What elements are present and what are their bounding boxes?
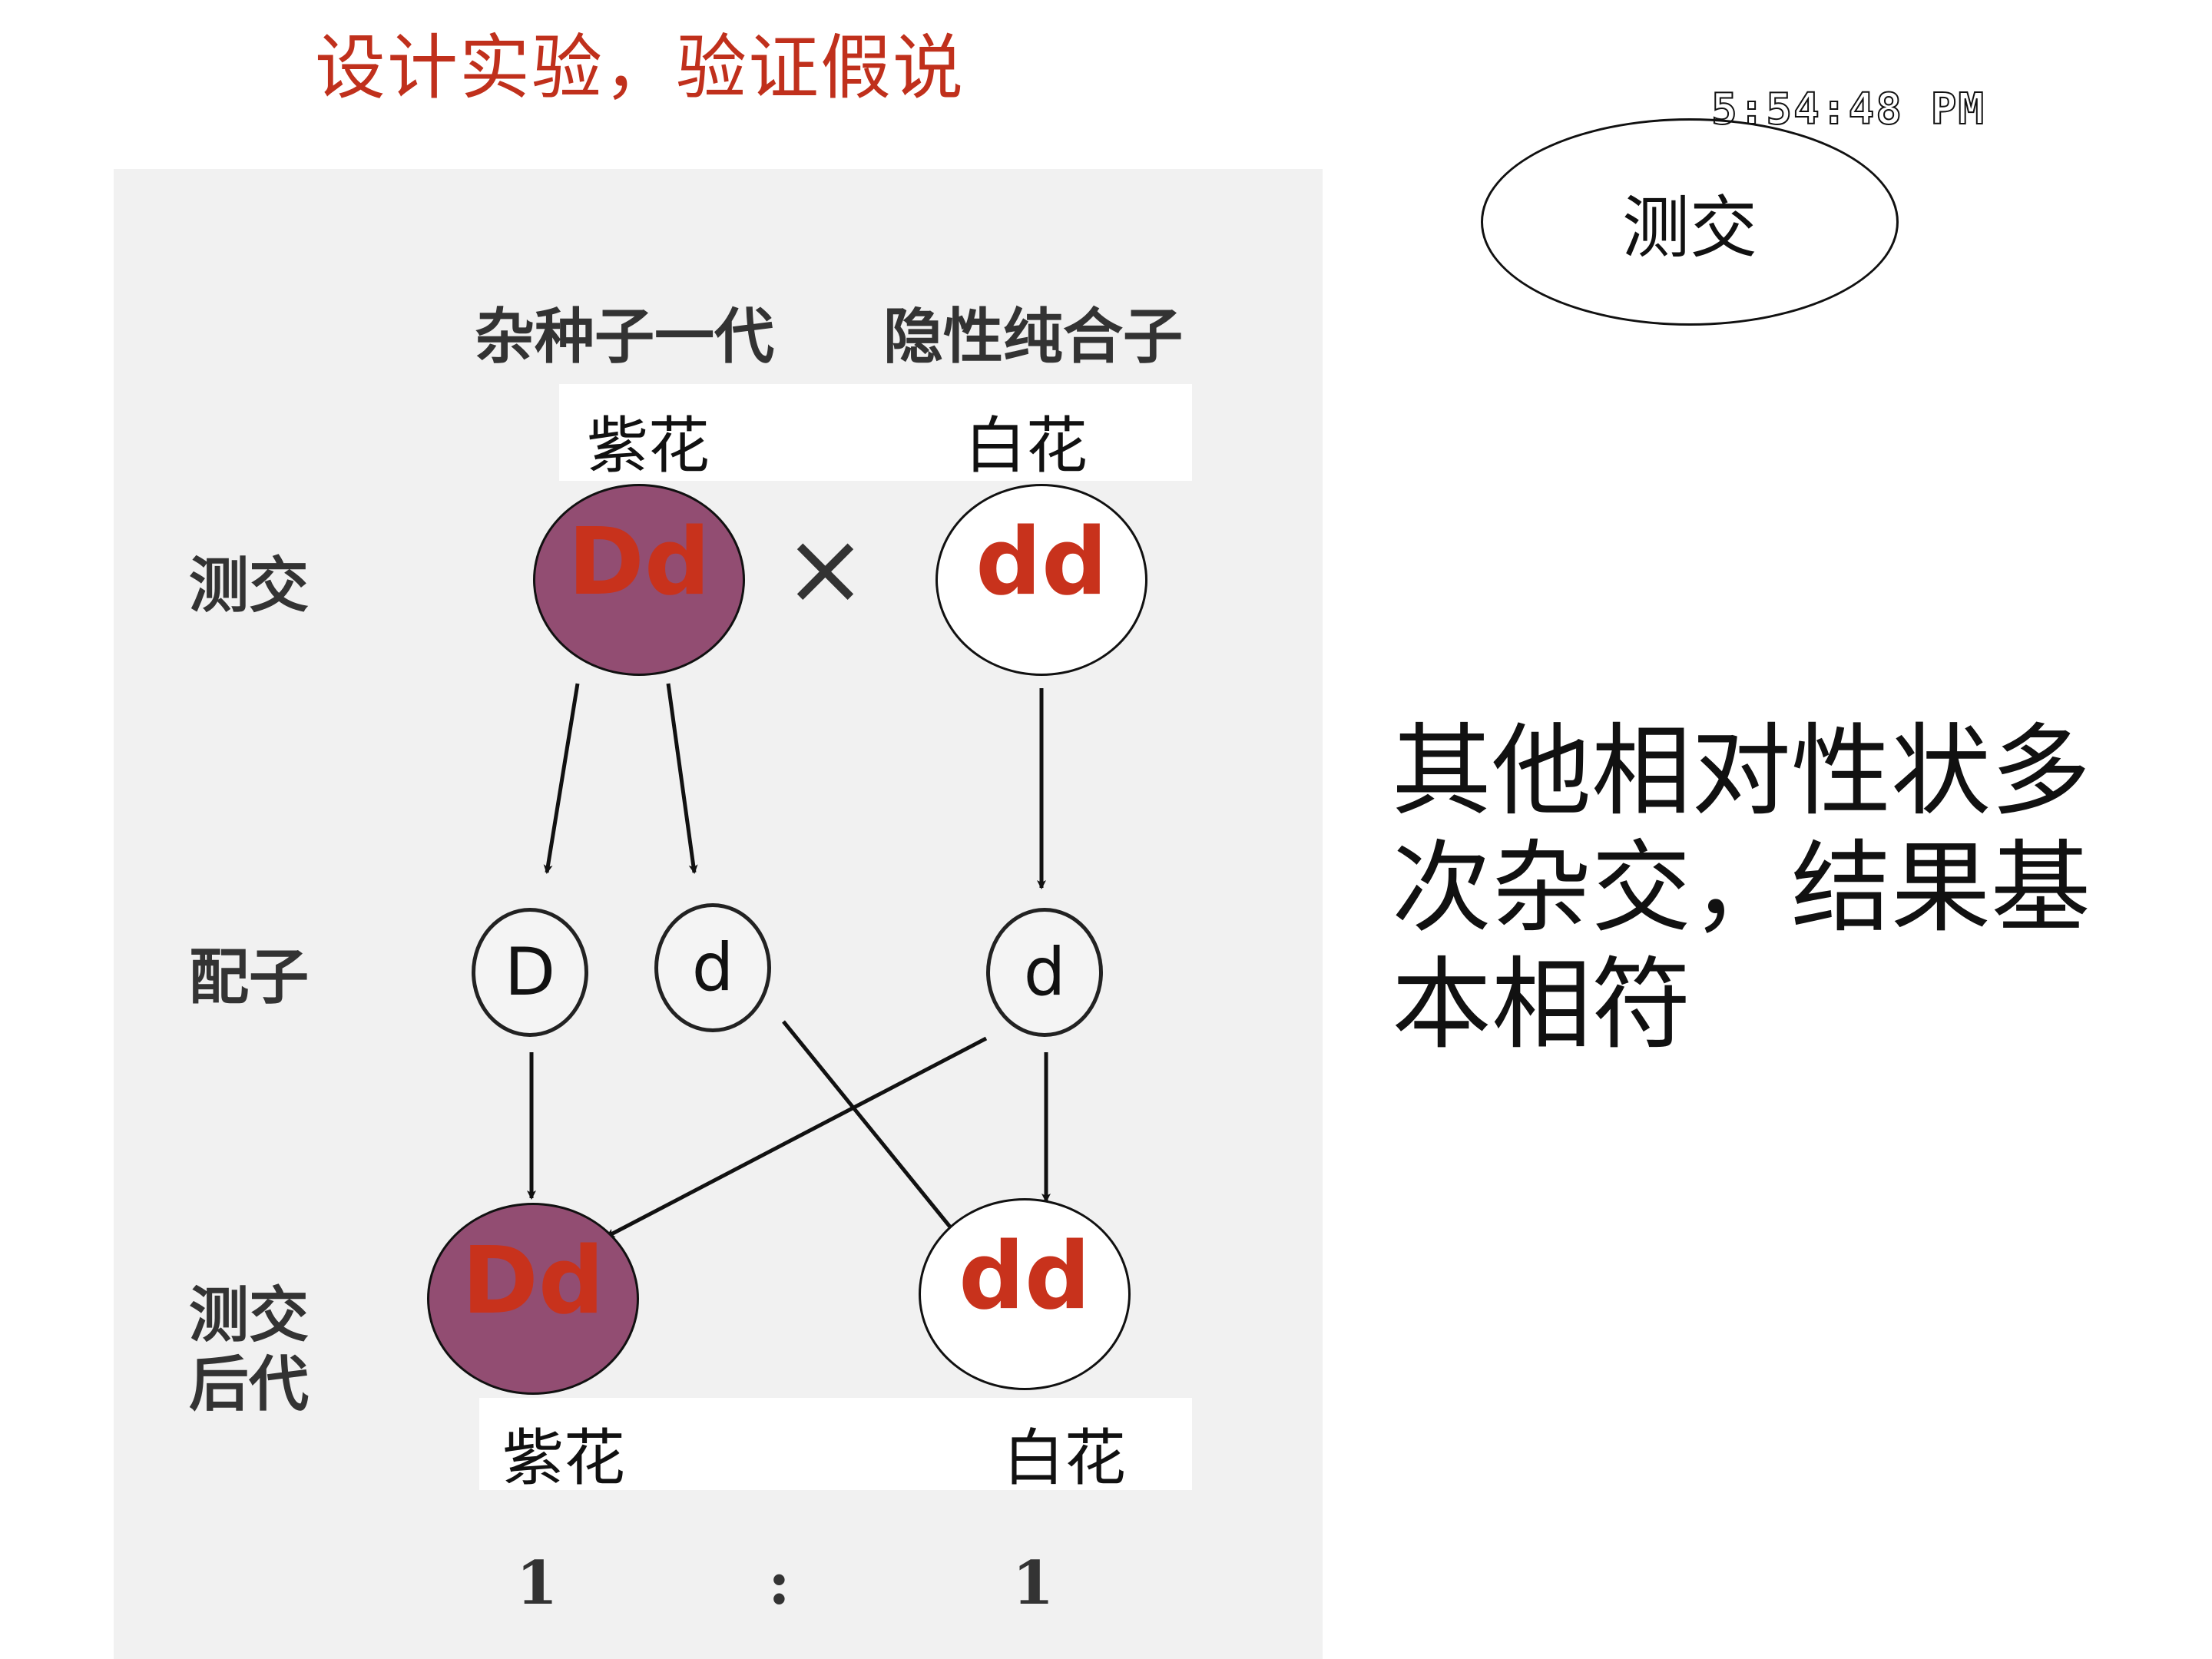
arrow-parent-to-D [543,683,580,874]
testcross-oval: 测交 [1481,118,1899,326]
offspring-hint-white: 白花 [1003,1422,1126,1494]
parent-dd-purple: Dd [533,484,745,676]
offspring-hint-box [479,1398,1192,1490]
slide-title: 设计实验，验证假说 [315,27,965,109]
header-recessive: 隐性纯合子 [883,302,1184,372]
row-label-gametes: 配子 [189,942,310,1012]
offspring-dd-purple: Dd [427,1203,639,1395]
conclusion-text: 其他相对性状多次杂交，结果基本相符 [1392,713,2091,1063]
gamete-small-d-left: d [654,903,771,1032]
parent-dd-white: dd [935,484,1147,676]
arrow-parent-to-d [666,683,698,874]
row-label-testcross: 测交 [189,551,310,621]
parent-hint-purple: 紫花 [587,410,710,482]
parent-hint-white: 白花 [965,410,1088,482]
gamete-big-d: D [472,908,588,1037]
parent-hint-box [559,384,1192,481]
row-label-offspring-2: 后代 [189,1349,310,1419]
gamete-small-d-right: d [986,908,1103,1037]
row-label-offspring-1: 测交 [189,1280,310,1350]
offspring-hint-purple: 紫花 [502,1422,625,1494]
ratio-colon: : [768,1548,790,1618]
offspring-dd-white: dd [919,1198,1131,1390]
ratio-right: 1 [1012,1548,1055,1618]
ratio-left: 1 [516,1548,558,1618]
arrow-recessive-d-to-Dd [605,1036,988,1239]
header-hybrid: 杂种子一代 [475,302,775,372]
cross-symbol: × [783,510,867,627]
arrow-d-to-offspring-dd [782,1020,957,1235]
